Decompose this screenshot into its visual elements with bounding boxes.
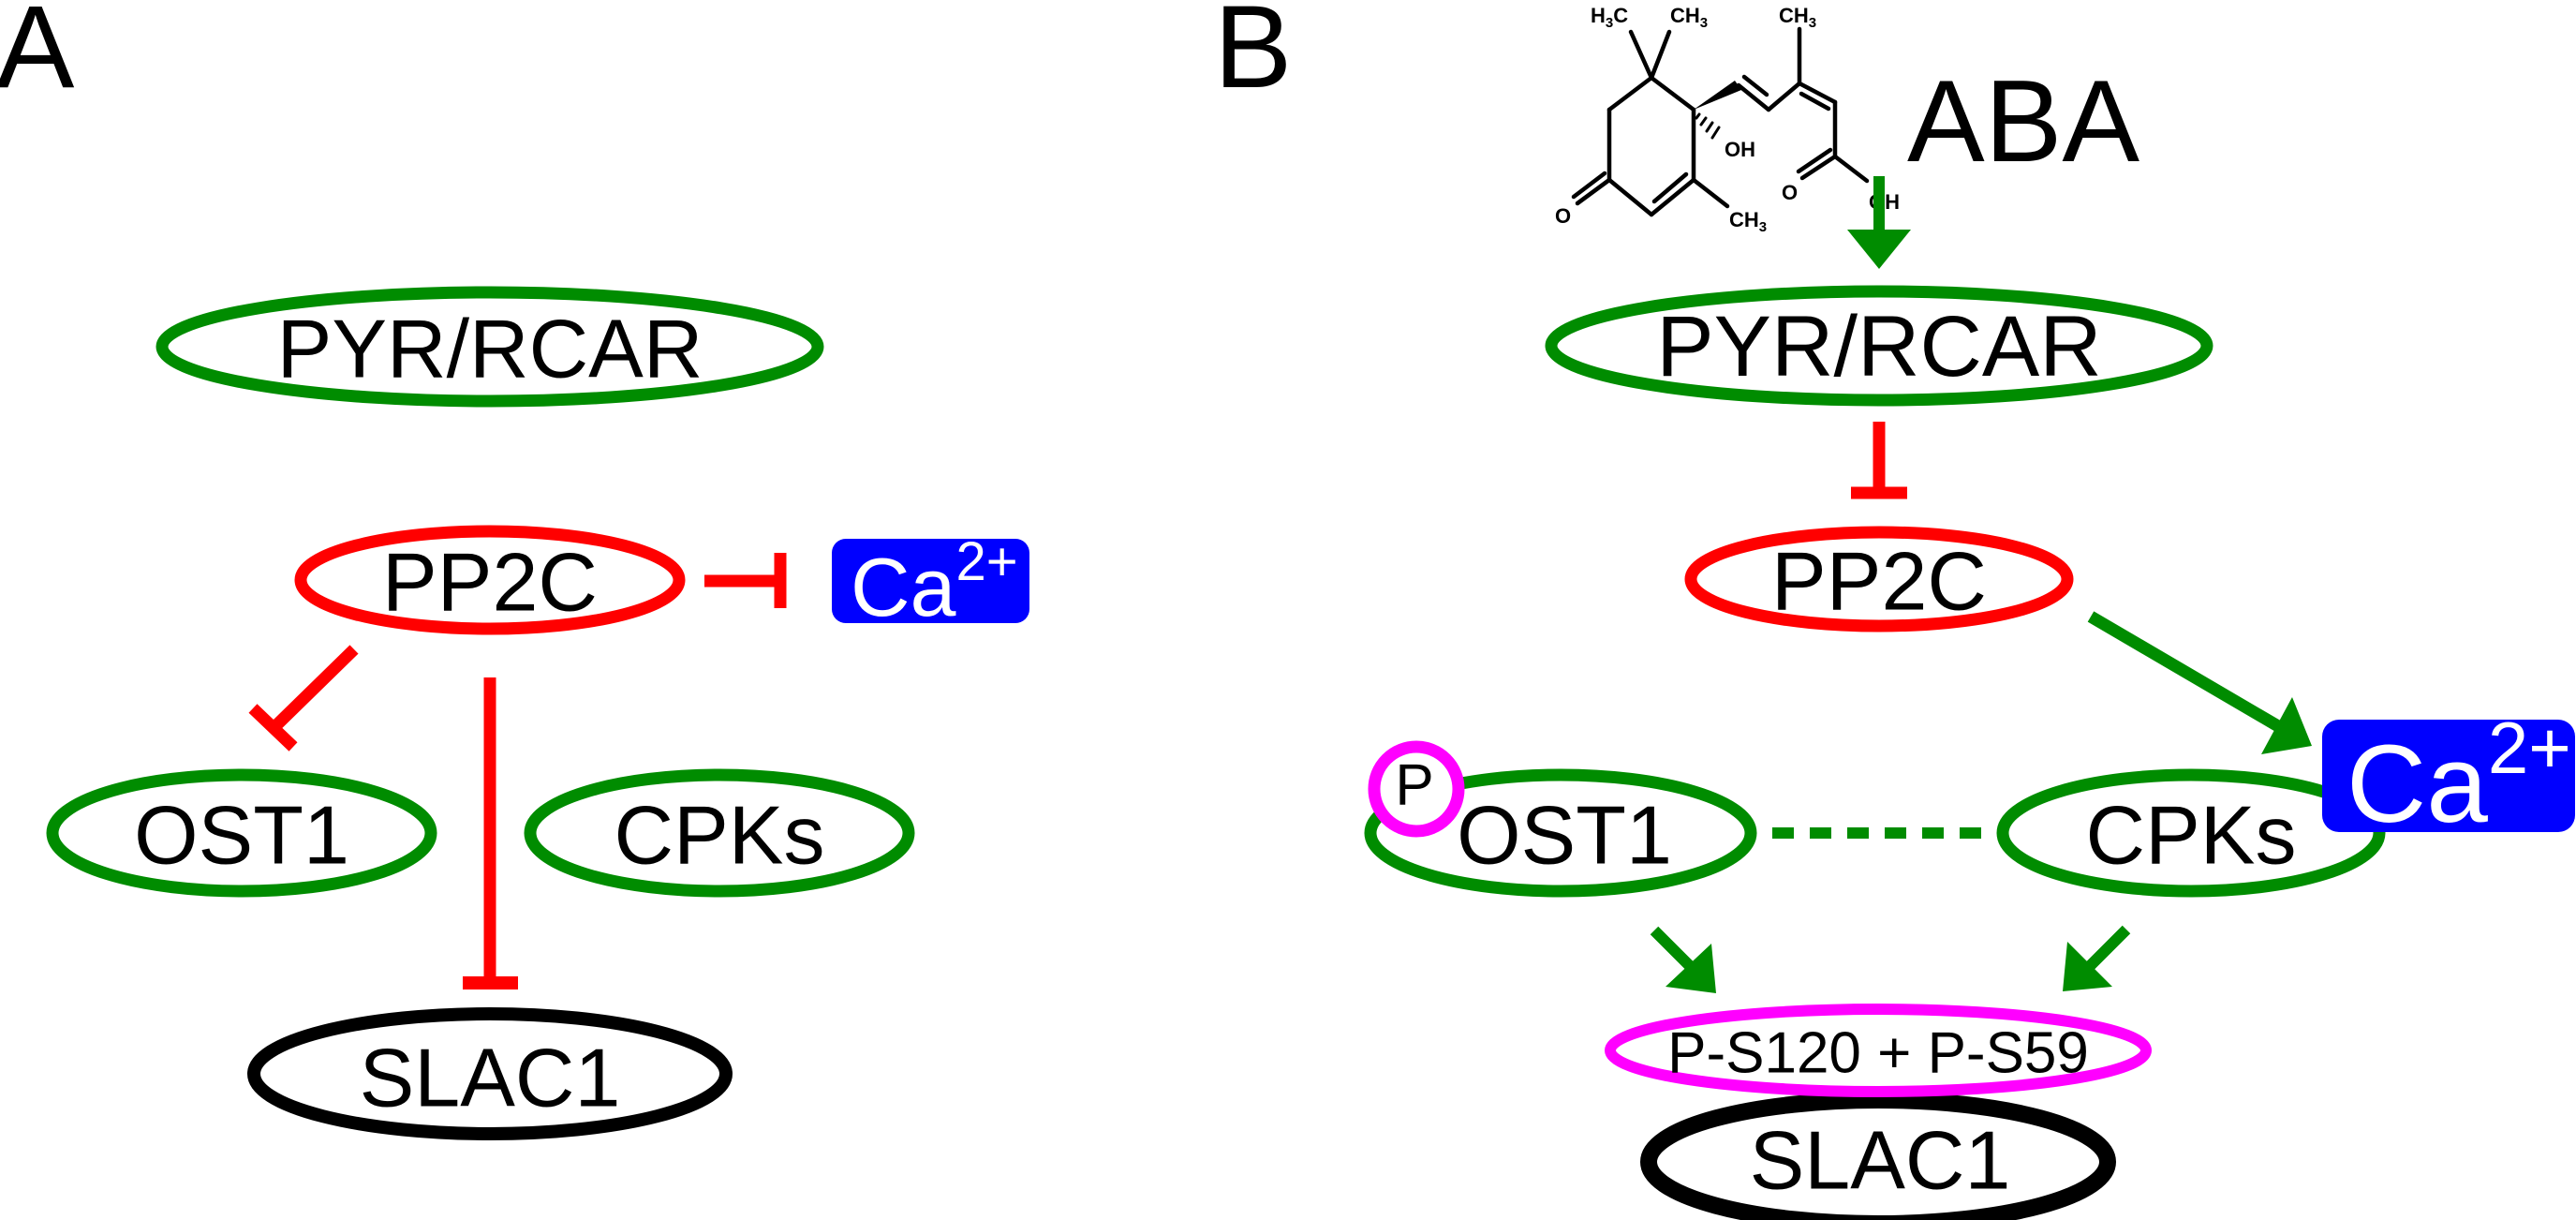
bond [1797,81,1838,105]
bond [1799,154,1838,181]
edge-receptor-inhibits-pp2c [1851,422,1907,499]
ost1-label: OST1 [134,789,349,882]
aba-label: ABA [1907,57,2139,186]
node-slac1-b: SLAC1 [1640,1092,2116,1220]
arrow-head [2063,942,2112,991]
ost1-ellipse [46,768,437,898]
bond [1832,154,1870,184]
atom-ch3-gem: CH3 [1670,4,1708,31]
slac1-label: SLAC1 [1750,1114,2011,1207]
edge-cpks-activates-slac1 [2063,925,2131,991]
phospho-circle [1368,740,1465,838]
aba-molecule [1571,26,1870,217]
calcium-box [832,539,1029,623]
bond [1796,147,1833,174]
activation-line [2080,925,2131,975]
hashed-wedge [1695,112,1721,140]
atom-h3c-left: H3C [1591,4,1628,31]
panel-a-label: A [0,0,75,112]
bond [1691,177,1730,209]
arrow-head [1847,230,1911,269]
activation-line [1650,926,1700,976]
atom-ch3-ring: CH3 [1729,208,1767,235]
ost1-label: OST1 [1457,789,1672,882]
pyr-rcar-ellipse [1545,285,2213,407]
calcium-box [2322,720,2575,832]
phosphosites-ellipse [1605,1004,2152,1097]
solid-wedge [1694,81,1741,110]
inhibition-line [269,645,359,733]
edge-ost1-activates-slac1 [1650,926,1716,993]
bond [1766,81,1802,112]
atom-o-carbonyl: O [1782,181,1798,204]
node-calcium-a: Ca2+ [832,531,1029,633]
phospho-label: P [1395,753,1433,818]
inhibition-bar [248,704,298,751]
bond [1649,29,1672,81]
slac1-ellipse [1640,1092,2116,1220]
calcium-label: Ca2+ [851,531,1018,633]
panel-b-label: B [1214,0,1292,112]
phosphosites-label: P-S120 + P-S59 [1667,1021,2089,1086]
phospho-badge-ost1: P [1368,740,1465,838]
pp2c-label: PP2C [1771,535,1987,628]
cpks-ellipse [524,768,915,898]
bond [1649,75,1696,112]
node-phosphosites: P-S120 + P-S59 [1605,1004,2152,1097]
node-pp2c-b: PP2C [1684,526,2074,632]
pp2c-ellipse [1684,526,2074,632]
double-bond-inner [1651,171,1689,204]
double-bond-inner [1799,91,1831,112]
node-ost1-b: OST1 [1364,768,1757,898]
node-ost1-a: OST1 [46,768,437,898]
bond [1606,75,1654,112]
node-slac1-a: SLAC1 [247,1007,733,1140]
calcium-symbol: Ca [851,541,956,633]
edge-pp2c-inhibits-slac1-a [463,677,518,989]
edge-aba-activates-receptor [1847,176,1911,269]
calcium-symbol: Ca [2347,722,2488,846]
panel-b: B [1214,0,2575,1220]
bond [1606,177,1654,217]
calcium-charge: 2+ [956,531,1018,592]
panel-a: A PYR/RCAR PP2C Ca2+ [0,0,1029,1140]
atom-ch3-chain: CH3 [1779,4,1816,31]
calcium-label: Ca2+ [2347,707,2571,846]
pp2c-label: PP2C [382,536,598,629]
bond [1628,29,1654,81]
calcium-charge: 2+ [2488,707,2571,789]
node-pyr-rcar-a: PYR/RCAR [155,286,824,408]
pyr-rcar-label: PYR/RCAR [1656,299,2101,394]
pyr-rcar-label: PYR/RCAR [277,303,703,395]
ost1-ellipse [1364,768,1757,898]
bond [1736,82,1771,112]
slac1-label: SLAC1 [360,1032,621,1124]
edge-pp2c-inhibits-calcium-a [704,553,787,608]
pyr-rcar-ellipse [155,286,824,408]
node-calcium-b: Ca2+ [2322,707,2575,846]
arrow-head [1666,944,1716,993]
atom-o-ketone: O [1555,204,1571,228]
cpks-label: CPKs [2086,789,2297,882]
cpks-ellipse [1996,768,2386,898]
cpks-label: CPKs [614,789,825,882]
slac1-ellipse [247,1007,733,1140]
double-bond-inner [1741,74,1769,97]
node-pp2c-a: PP2C [294,525,686,635]
edge-pp2c-inhibits-ost1-a [248,645,359,751]
bond [1575,177,1612,206]
bond [1649,177,1696,217]
atom-oh-ring: OH [1725,138,1755,161]
pp2c-ellipse [294,525,686,635]
bond [1571,171,1607,200]
node-pyr-rcar-b: PYR/RCAR [1545,285,2213,407]
node-cpks-a: CPKs [524,768,915,898]
node-cpks-b: CPKs [1996,768,2386,898]
edge-pp2c-activates-calcium-b [2087,611,2312,754]
arrow-head [2261,697,2312,754]
aba-atom-labels: H3C CH3 CH3 OH CH3 O O OH [1555,4,1900,235]
activation-line [2087,611,2282,732]
